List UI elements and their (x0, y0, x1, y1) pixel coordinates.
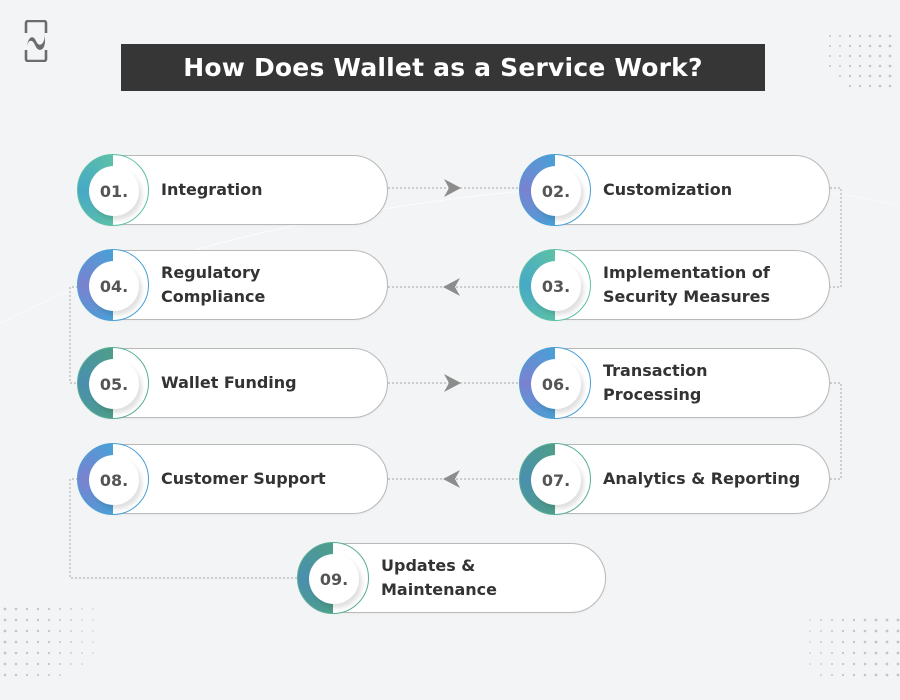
step-label: Wallet Funding (161, 373, 297, 392)
step-number: 06. (541, 374, 571, 394)
step-number: 02. (541, 181, 571, 201)
step-ring: 04. (77, 249, 149, 321)
arrow-left-icon (443, 278, 460, 296)
step-label: Customer Support (161, 469, 326, 488)
arrow-right-icon (444, 374, 461, 392)
step-02: 02. Customization (519, 154, 830, 226)
step-ring: 09. (297, 542, 369, 614)
step-label: Analytics & Reporting (603, 469, 801, 488)
page-title: How Does Wallet as a Service Work? (183, 53, 703, 82)
step-ring: 07. (519, 443, 591, 515)
step-label: Updates & Maintenance (381, 556, 498, 599)
step-number: 07. (541, 470, 571, 490)
arrow-right-icon (444, 179, 461, 197)
step-number: 08. (99, 470, 129, 490)
step-07: 07. Analytics & Reporting (519, 443, 830, 515)
arrow-left-icon (443, 470, 460, 488)
dot-pattern-bottom-left (0, 595, 110, 695)
logo-icon (24, 19, 48, 63)
step-01: 01. Integration (77, 154, 388, 226)
title-banner: How Does Wallet as a Service Work? (121, 44, 765, 91)
step-number: 04. (99, 276, 129, 296)
step-number: 05. (99, 374, 129, 394)
step-05: 05. Wallet Funding (77, 347, 388, 419)
step-03: 03. Implementation of Security Measures (519, 249, 830, 321)
step-09: 09. Updates & Maintenance (297, 542, 606, 614)
step-label: Regulatory Compliance (161, 263, 266, 306)
step-ring: 08. (77, 443, 149, 515)
step-label: Transaction Processing (603, 361, 708, 404)
step-number: 03. (541, 276, 571, 296)
step-ring: 02. (519, 154, 591, 226)
dot-pattern-bottom-right (800, 600, 900, 700)
step-label: Integration (161, 180, 263, 199)
step-06: 06. Transaction Processing (519, 347, 830, 419)
step-label: Customization (603, 180, 733, 199)
dot-pattern-top-right (820, 30, 900, 110)
step-ring: 01. (77, 154, 149, 226)
step-number: 01. (99, 181, 129, 201)
step-08: 08. Customer Support (77, 443, 388, 515)
step-ring: 03. (519, 249, 591, 321)
step-ring: 06. (519, 347, 591, 419)
step-number: 09. (319, 569, 349, 589)
step-label: Implementation of Security Measures (603, 263, 771, 306)
step-04: 04. Regulatory Compliance (77, 249, 388, 321)
step-ring: 05. (77, 347, 149, 419)
